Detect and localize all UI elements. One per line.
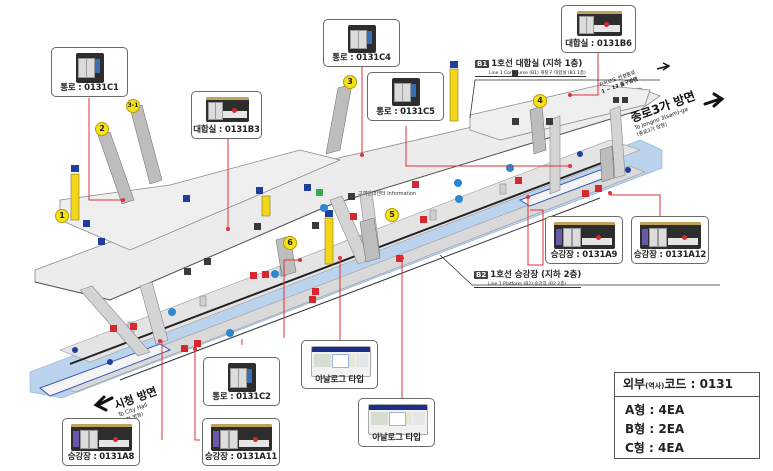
callout-a8[interactable]: 승강장 : 0131A8: [62, 418, 140, 466]
legend-row-c: C형 : 4EA: [625, 441, 684, 455]
train: [38, 343, 172, 397]
legend-type: B형: [625, 422, 646, 436]
legend-count: 2EA: [658, 422, 685, 436]
legend-type: C형: [625, 441, 645, 455]
sign-thumbnail-a: [211, 424, 272, 451]
floor-subtitle-b1: Line 1 Concourse (B1) 개찰구 대합실 (B1 1층): [475, 70, 586, 77]
exit-5-badge: 5: [385, 208, 399, 222]
legend-count: 4EA: [658, 403, 685, 417]
concourse-east-wing: [469, 84, 651, 141]
sign-thumbnail-c: [348, 25, 376, 53]
callout-label: 아날로그 타입: [315, 375, 364, 385]
callout-label: 아날로그 타입: [372, 433, 421, 443]
legend-title-small: (역사): [645, 382, 665, 390]
rail-line-2: [119, 197, 601, 381]
legend-type: A형: [625, 403, 646, 417]
floor-badge-b2: B2: [474, 271, 489, 279]
sign-thumbnail-a: [71, 424, 132, 451]
exit-6-badge: 6: [283, 236, 297, 250]
sign-thumbnail-c: [228, 363, 256, 392]
sign-thumbnail-b: [577, 11, 622, 36]
callout-a9[interactable]: 승강장 : 0131A9: [545, 216, 623, 264]
legend-title-suffix: 코드 : 0131: [664, 377, 734, 391]
callout-label: 승강장 : 0131A11: [204, 452, 278, 462]
callout-label: 승강장 : 0131A8: [67, 452, 135, 462]
sign-thumbnail-a: [640, 222, 701, 249]
callout-label: 통로 : 0131C2: [212, 392, 271, 402]
stairs: [97, 83, 615, 277]
exit-3-1-badge: 3-1: [126, 99, 140, 113]
legend-count: 4EA: [658, 441, 684, 455]
callout-c1[interactable]: 통로 : 0131C1: [51, 47, 128, 97]
facility-icons: [184, 70, 628, 275]
green-facility-icon: [316, 189, 323, 196]
sign-thumbnail-analog: [368, 404, 428, 435]
sign-thumbnail-analog: [311, 346, 371, 377]
sign-thumbnail-c: [392, 78, 420, 106]
arrow-left-icon: [93, 395, 114, 412]
elevators: [70, 61, 459, 265]
sign-thumbnail-b: [206, 97, 249, 122]
exit-3-badge: 3: [343, 75, 357, 89]
code-legend: 외부(역사)코드 : 0131 A형 : 4EA B형 : 2EA C형 : 4…: [614, 372, 760, 459]
callout-label: 통로 : 0131C5: [376, 107, 435, 117]
platform-level: [29, 139, 663, 399]
callout-label: 승강장 : 0131A12: [633, 250, 707, 260]
floor-badge-b1: B1: [475, 60, 490, 68]
callout-c5[interactable]: 통로 : 0131C5: [367, 72, 444, 121]
callout-analog-1[interactable]: 아날로그 타입: [301, 340, 378, 389]
platform-red-icons: [110, 177, 602, 352]
floor-title-b1: 1호선 대합실 (지하 1층): [491, 59, 583, 69]
track-area: [29, 139, 663, 399]
accessibility-icons: [83, 184, 311, 245]
sign-thumbnail-c: [76, 53, 104, 83]
legend-row-a: A형 : 4EA: [625, 403, 685, 417]
callout-label: 승강장 : 0131A9: [550, 250, 618, 260]
callout-c4[interactable]: 통로 : 0131C4: [323, 19, 400, 67]
platform-slab-lower: [59, 165, 646, 393]
legend-title: 외부(역사)코드 : 0131: [615, 373, 759, 397]
callout-a11[interactable]: 승강장 : 0131A11: [202, 418, 280, 466]
legend-row-b: B형 : 2EA: [625, 422, 685, 436]
floor-subtitle-b2: Line 1 Platform (B2) 승강장 (B2 2층): [474, 281, 582, 288]
callout-a12[interactable]: 승강장 : 0131A12: [631, 216, 709, 264]
arrow-right-icon: [703, 92, 725, 108]
exit-4-badge: 4: [533, 94, 547, 108]
sign-thumbnail-a: [554, 222, 615, 249]
callout-b6[interactable]: 대합실 : 0131B6: [561, 5, 636, 53]
exit-1-badge: 1: [55, 209, 69, 223]
info-center-label: 고객안내센터 Information: [358, 191, 417, 197]
leader-dots: [121, 93, 612, 351]
callout-b3[interactable]: 대합실 : 0131B3: [191, 91, 262, 139]
b2-pointer-line: [439, 254, 720, 286]
exit-2-badge: 2: [95, 122, 109, 136]
floor-title-b2: 1호선 승강장 (지하 2층): [490, 270, 582, 280]
callout-label: 대합실 : 0131B6: [565, 39, 632, 49]
callout-c2[interactable]: 통로 : 0131C2: [203, 357, 280, 406]
platform-slab: [59, 139, 641, 363]
concourse-level: [34, 61, 661, 357]
callout-label: 통로 : 0131C4: [332, 53, 391, 63]
callout-label: 통로 : 0131C1: [60, 83, 119, 93]
b1-pointer-line: [469, 79, 660, 119]
walking-person-icons: [72, 151, 631, 365]
callout-label: 대합실 : 0131B3: [193, 125, 260, 135]
concourse-edge: [34, 109, 641, 301]
support-legs: [79, 105, 626, 357]
small-arrow-right-icon: [656, 62, 671, 71]
legend-title-prefix: 외부: [623, 377, 646, 391]
callout-analog-2[interactable]: 아날로그 타입: [358, 398, 435, 447]
